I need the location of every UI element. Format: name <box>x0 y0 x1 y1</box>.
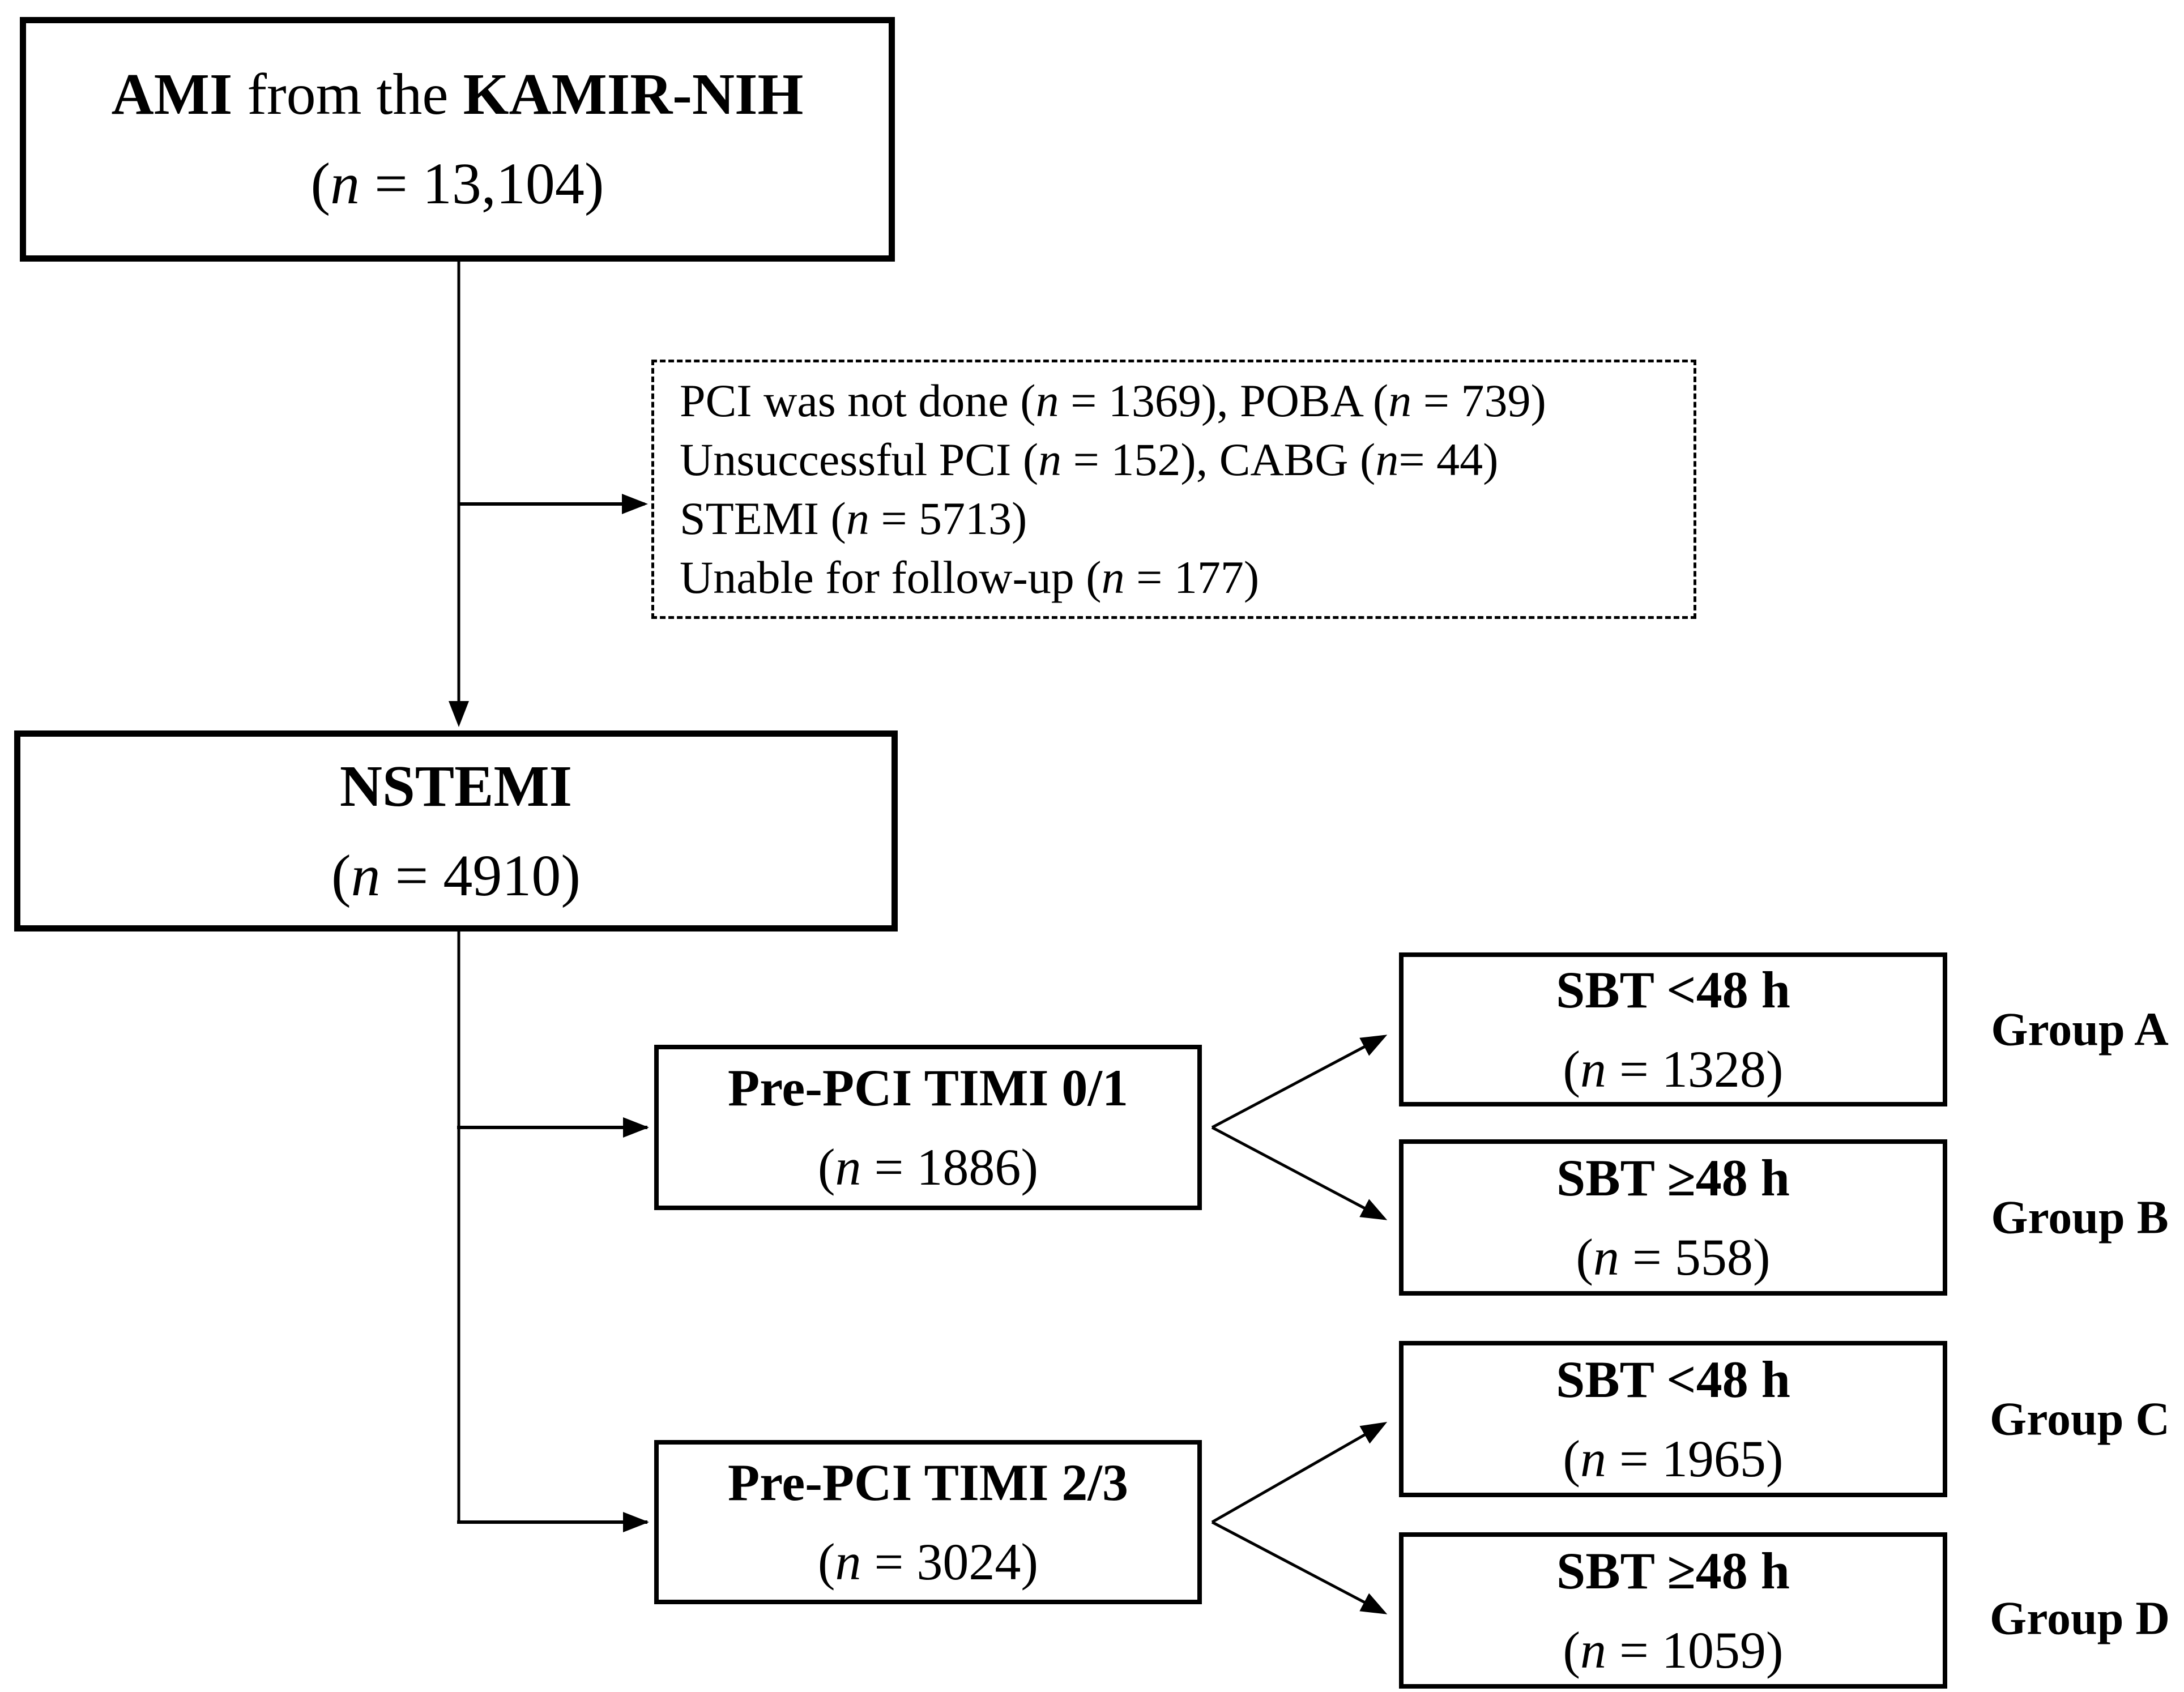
node-timi01-title: Pre-PCI TIMI 0/1 <box>728 1059 1128 1117</box>
arrow-timi01-to-sbt-b <box>1211 1126 1388 1220</box>
group-d-label: Group D <box>1989 1592 2170 1645</box>
node-sbt-lt48-group-a: SBT <48 h (n = 1328) <box>1399 952 1947 1106</box>
group-a-label: Group A <box>1991 1003 2169 1056</box>
exclusion-line: Unsuccessful PCI (n = 152), CABG (n= 44) <box>680 434 1499 485</box>
arrow-timi23-to-sbt-c <box>1211 1422 1388 1524</box>
node-nstemi-title: NSTEMI <box>339 753 573 819</box>
exclusion-criteria-box: PCI was not done (n = 1369), POBA (n = 7… <box>651 360 1696 619</box>
node-sbt-a-count: (n = 1328) <box>1563 1040 1784 1098</box>
node-sbt-b-count: (n = 558) <box>1576 1228 1771 1286</box>
node-ami-kamir-nih: AMI from the KAMIR-NIH (n = 13,104) <box>20 17 895 262</box>
node-nstemi: NSTEMI (n = 4910) <box>14 730 898 932</box>
node-sbt-lt48-group-c: SBT <48 h (n = 1965) <box>1399 1341 1947 1497</box>
node-ami-title: AMI from the KAMIR-NIH <box>111 62 804 127</box>
node-ami-count: (n = 13,104) <box>310 151 604 216</box>
arrow-timi23-to-sbt-d <box>1211 1520 1388 1614</box>
group-c-label: Group C <box>1989 1392 2170 1446</box>
node-sbt-ge48-group-d: SBT ≥48 h (n = 1059) <box>1399 1532 1947 1689</box>
node-pre-pci-timi-2-3: Pre-PCI TIMI 2/3 (n = 3024) <box>654 1440 1202 1604</box>
node-sbt-d-title: SBT ≥48 h <box>1556 1542 1790 1600</box>
node-sbt-b-title: SBT ≥48 h <box>1556 1149 1790 1207</box>
exclusion-line: Unable for follow-up (n = 177) <box>680 552 1260 603</box>
node-timi23-title: Pre-PCI TIMI 2/3 <box>728 1454 1128 1511</box>
node-sbt-a-title: SBT <48 h <box>1556 961 1790 1019</box>
node-timi23-count: (n = 3024) <box>817 1533 1039 1591</box>
node-nstemi-count: (n = 4910) <box>331 843 581 908</box>
node-sbt-c-title: SBT <48 h <box>1556 1351 1790 1408</box>
exclusion-line: STEMI (n = 5713) <box>680 493 1027 544</box>
node-pre-pci-timi-0-1: Pre-PCI TIMI 0/1 (n = 1886) <box>654 1045 1202 1210</box>
exclusion-line: PCI was not done (n = 1369), POBA (n = 7… <box>680 375 1546 426</box>
arrow-timi01-to-sbt-a <box>1211 1035 1388 1129</box>
node-sbt-c-count: (n = 1965) <box>1563 1430 1784 1488</box>
group-b-label: Group B <box>1991 1191 2169 1244</box>
node-sbt-ge48-group-b: SBT ≥48 h (n = 558) <box>1399 1139 1947 1296</box>
node-timi01-count: (n = 1886) <box>817 1138 1039 1196</box>
node-sbt-d-count: (n = 1059) <box>1563 1621 1784 1679</box>
